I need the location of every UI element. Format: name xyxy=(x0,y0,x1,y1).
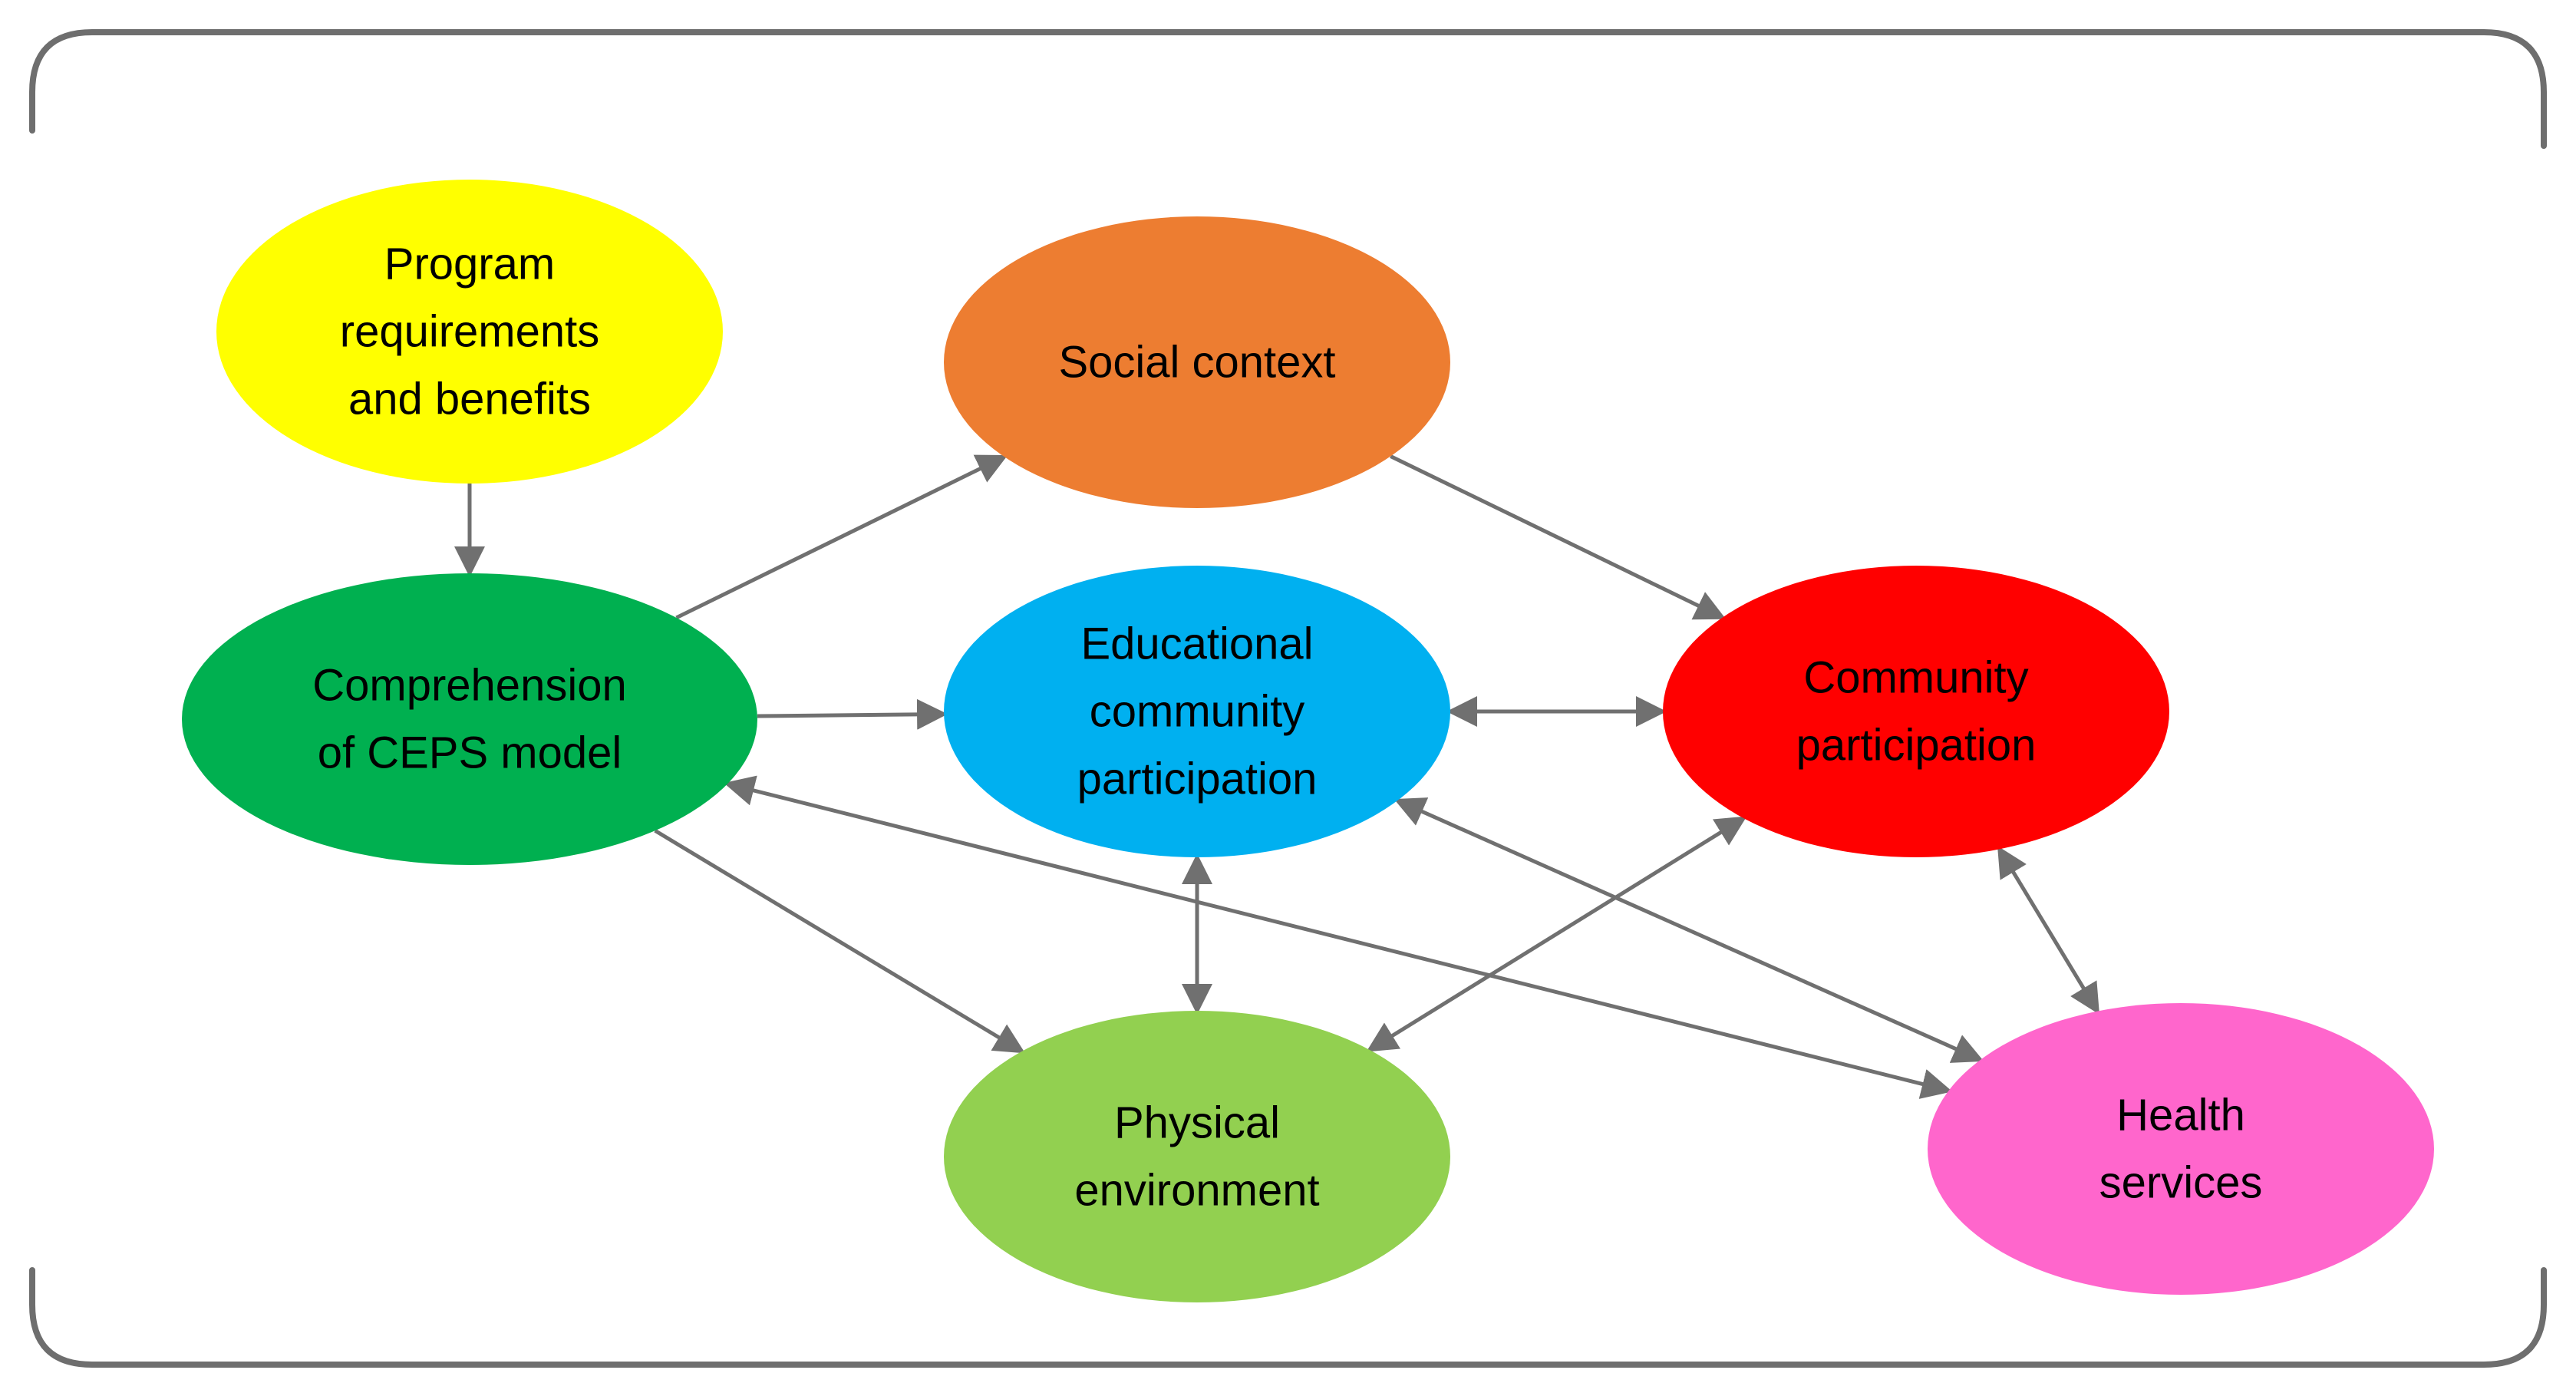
node-community-ellipse xyxy=(1663,566,2169,857)
node-educational-ellipse xyxy=(944,566,1450,857)
node-health: Health services xyxy=(1928,1003,2434,1295)
frame-top-line xyxy=(29,29,2547,149)
node-comprehension-label-line: of CEPS model xyxy=(318,728,622,778)
node-program-label-line: Program xyxy=(384,239,555,289)
node-social-label-line: Social context xyxy=(1058,338,1335,388)
node-comprehension-ellipse xyxy=(182,573,757,865)
node-program-label-line: requirements xyxy=(340,307,599,357)
node-physical-label-line: environment xyxy=(1074,1166,1319,1216)
edge-physical-to-community xyxy=(1366,816,1747,1052)
edge-social-to-community xyxy=(1390,454,1727,620)
node-educational: Educational community participation xyxy=(944,566,1450,857)
node-educational-label-line: Educational xyxy=(1080,619,1313,669)
node-educational-label-line: participation xyxy=(1077,754,1318,804)
edge-comprehension-to-physical xyxy=(654,829,1026,1054)
edges-layer xyxy=(454,454,2099,1099)
node-social: Social context xyxy=(944,216,1450,508)
node-physical-ellipse xyxy=(944,1011,1450,1302)
node-community: Community participation xyxy=(1663,566,2169,857)
node-health-label-line: Health xyxy=(2116,1091,2245,1140)
edge-comprehension-to-social xyxy=(675,454,1008,620)
node-program-label-line: and benefits xyxy=(348,375,591,424)
edge-community-to-health xyxy=(1997,846,2099,1015)
node-physical: Physical environment xyxy=(944,1011,1450,1302)
diagram-frame xyxy=(29,29,2547,1368)
node-educational-label-line: community xyxy=(1090,687,1304,737)
node-health-ellipse xyxy=(1928,1003,2434,1295)
node-social-ellipse xyxy=(944,216,1450,508)
node-physical-label-line: Physical xyxy=(1114,1098,1280,1148)
node-community-label-line: participation xyxy=(1796,721,2037,771)
node-program: Program requirements and benefits xyxy=(216,180,723,484)
node-comprehension-label-line: Comprehension xyxy=(312,661,626,711)
frame-bottom-line xyxy=(29,1267,2547,1368)
node-community-label-line: Community xyxy=(1803,653,2028,703)
node-health-label-line: services xyxy=(2099,1158,2263,1208)
node-comprehension: Comprehension of CEPS model xyxy=(182,573,757,865)
edge-comprehension-to-educational xyxy=(757,698,948,730)
node-program-ellipse xyxy=(216,180,723,484)
nodes-layer: Program requirements and benefits Social co… xyxy=(182,180,2434,1302)
